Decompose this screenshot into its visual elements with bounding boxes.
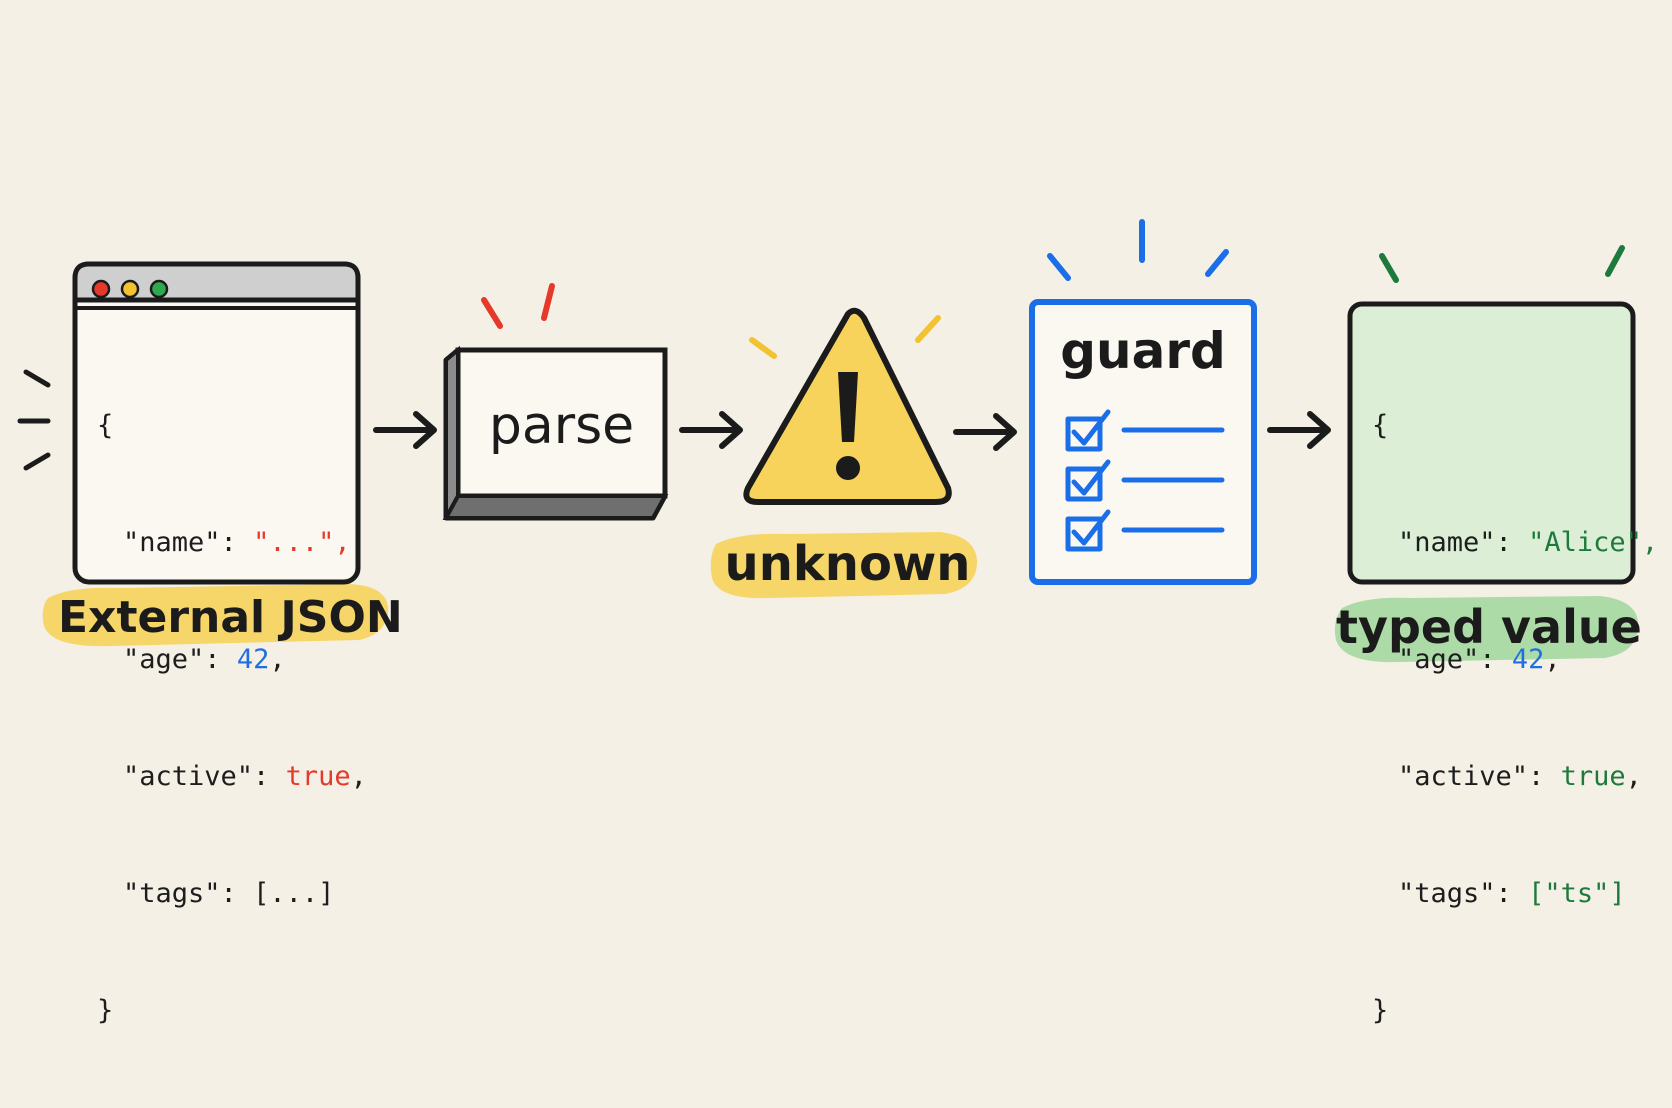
code-key: "tags": — [1398, 878, 1512, 909]
code-string: "Alice", — [1528, 527, 1659, 558]
code-comma: , — [1625, 761, 1642, 792]
external-json-highlight — [42, 584, 389, 647]
diagram-drawing — [17, 219, 1639, 663]
checklist-icon — [1029, 299, 1257, 585]
box-icon — [442, 345, 669, 521]
code-key: "age": — [1398, 644, 1496, 675]
code-key: "active": — [123, 761, 270, 792]
typed-value-label: typed value — [1336, 600, 1642, 654]
arrow-icon — [1267, 411, 1331, 449]
pipeline-diagram: { "name": "...", "age": 42, "active": tr… — [17, 219, 1658, 1026]
code-string: "...", — [253, 527, 351, 558]
code-line: { — [97, 406, 367, 445]
unknown-highlight — [710, 532, 978, 599]
json-document-icon — [1347, 301, 1636, 585]
arrow-icon — [679, 411, 743, 449]
code-boolean: true — [1560, 761, 1626, 792]
typed-value-highlight — [1334, 596, 1639, 663]
code-line: } — [1372, 991, 1658, 1030]
code-key: "active": — [1398, 761, 1545, 792]
code-array: [...] — [253, 878, 335, 909]
code-line: "name": "...", — [97, 523, 367, 562]
code-line: "active": true, — [97, 757, 367, 796]
code-key: "name": — [123, 527, 237, 558]
arrow-icon — [953, 413, 1017, 451]
guard-label: guard — [1060, 322, 1226, 380]
code-brace: { — [97, 410, 114, 441]
motion-lines-icon — [17, 369, 51, 471]
spark-lines-icon — [1047, 219, 1229, 281]
browser-window-icon — [72, 261, 361, 585]
code-array: ["ts"] — [1528, 878, 1626, 909]
code-line: "name": "Alice", — [1372, 523, 1658, 562]
code-line: "age": 42, — [1372, 640, 1658, 679]
arrow-icon — [373, 411, 437, 449]
typed-value-code: { "name": "Alice", "age": 42, "active": … — [1372, 328, 1658, 1108]
code-line: { — [1372, 406, 1658, 445]
code-line: "tags": ["ts"] — [1372, 874, 1658, 913]
code-key: "name": — [1398, 527, 1512, 558]
code-line: } — [97, 991, 367, 1030]
external-json-code: { "name": "...", "age": 42, "active": tr… — [97, 328, 367, 1108]
code-line: "age": 42, — [97, 640, 367, 679]
parse-label: parse — [488, 396, 635, 456]
code-key: "age": — [123, 644, 221, 675]
code-comma: , — [1544, 644, 1561, 675]
code-number: 42 — [236, 644, 270, 675]
code-brace: } — [1372, 995, 1389, 1026]
code-comma: , — [269, 644, 286, 675]
code-brace: { — [1372, 410, 1389, 441]
code-boolean: true — [285, 761, 351, 792]
spark-lines-icon — [1379, 245, 1625, 283]
code-line: "active": true, — [1372, 757, 1658, 796]
warning-triangle-icon — [743, 307, 952, 505]
spark-lines-icon — [749, 315, 941, 359]
spark-lines-icon — [481, 283, 555, 329]
code-key: "tags": — [123, 878, 237, 909]
code-comma: , — [350, 761, 367, 792]
code-brace: } — [97, 995, 114, 1026]
code-line: "tags": [...] — [97, 874, 367, 913]
external-json-label: External JSON — [58, 592, 403, 643]
unknown-label: unknown — [724, 536, 971, 592]
code-number: 42 — [1511, 644, 1545, 675]
